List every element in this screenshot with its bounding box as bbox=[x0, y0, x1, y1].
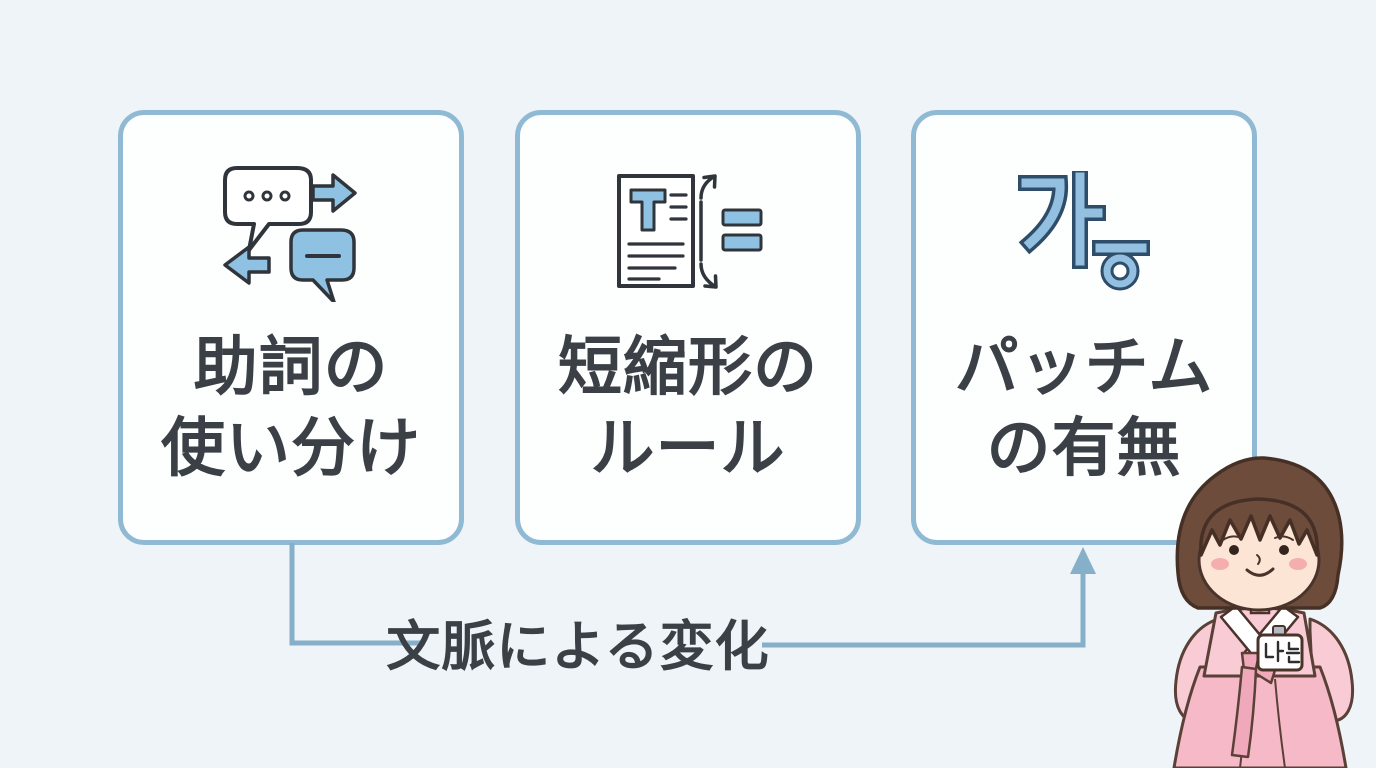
hangul-hieut-glyph bbox=[1092, 240, 1150, 291]
hangul-patchim-icon bbox=[1018, 171, 1150, 291]
title-line: の有無 bbox=[986, 411, 1182, 484]
left-blush bbox=[1211, 558, 1229, 570]
arrow-up-head bbox=[1070, 547, 1096, 574]
title-line: 短縮形の bbox=[558, 331, 818, 403]
document-shorten-icon bbox=[617, 174, 763, 289]
speech-bubble-outline bbox=[223, 166, 313, 252]
letter-t-glyph bbox=[629, 188, 667, 232]
title-line: 助詞の bbox=[193, 331, 389, 403]
connector-right-elbow bbox=[762, 572, 1086, 648]
hanbok-girl-illustration bbox=[1172, 456, 1355, 768]
nose bbox=[1256, 554, 1261, 565]
card-patchim: パッチム の有無 bbox=[911, 110, 1257, 545]
chat-exchange-icon bbox=[223, 166, 357, 302]
right-eyebrow bbox=[1274, 535, 1294, 541]
title-line: パッチム bbox=[954, 331, 1214, 403]
card-title: 短縮形の ルール bbox=[558, 327, 818, 488]
card-icon-wrap bbox=[1014, 157, 1154, 307]
speech-bubble-filled bbox=[289, 228, 356, 302]
card-contraction-rules: 短縮形の ルール bbox=[515, 110, 861, 545]
skirt-fold bbox=[1274, 678, 1286, 768]
bangs bbox=[1199, 497, 1319, 557]
text-lines-short bbox=[669, 193, 688, 221]
arrow-up-right-icon bbox=[699, 174, 717, 200]
text-lines-long bbox=[627, 242, 685, 281]
hangul-ga-glyph bbox=[1018, 171, 1106, 269]
right-eye bbox=[1279, 545, 1289, 555]
card-icon-wrap bbox=[221, 157, 361, 307]
right-blush bbox=[1289, 558, 1307, 570]
smile bbox=[1245, 567, 1275, 577]
left-eye bbox=[1229, 545, 1239, 555]
context-change-label: 文脈による変化 bbox=[386, 617, 770, 677]
ellipsis-dot bbox=[279, 190, 291, 202]
arrow-left-icon bbox=[223, 245, 271, 285]
card-title: 助詞の 使い分け bbox=[161, 327, 421, 488]
card-particle-usage: 助詞の 使い分け bbox=[118, 110, 464, 545]
card-icon-wrap bbox=[613, 157, 763, 307]
ribbon-tail bbox=[1230, 665, 1258, 759]
card-title: パッチム の有無 bbox=[955, 327, 1214, 488]
arrow-down-right-icon bbox=[699, 262, 718, 289]
equals-bar-bottom bbox=[721, 233, 763, 252]
name-tag-text bbox=[1264, 640, 1301, 664]
ellipsis-dot bbox=[261, 190, 273, 202]
title-line: ルール bbox=[590, 411, 786, 484]
left-eyebrow bbox=[1222, 535, 1242, 541]
ellipsis-dot bbox=[243, 190, 255, 202]
title-line: 使い分け bbox=[161, 411, 421, 484]
equals-bar-top bbox=[721, 208, 763, 227]
hanbok-skirt bbox=[1172, 665, 1348, 768]
arrow-right-icon bbox=[311, 173, 357, 213]
